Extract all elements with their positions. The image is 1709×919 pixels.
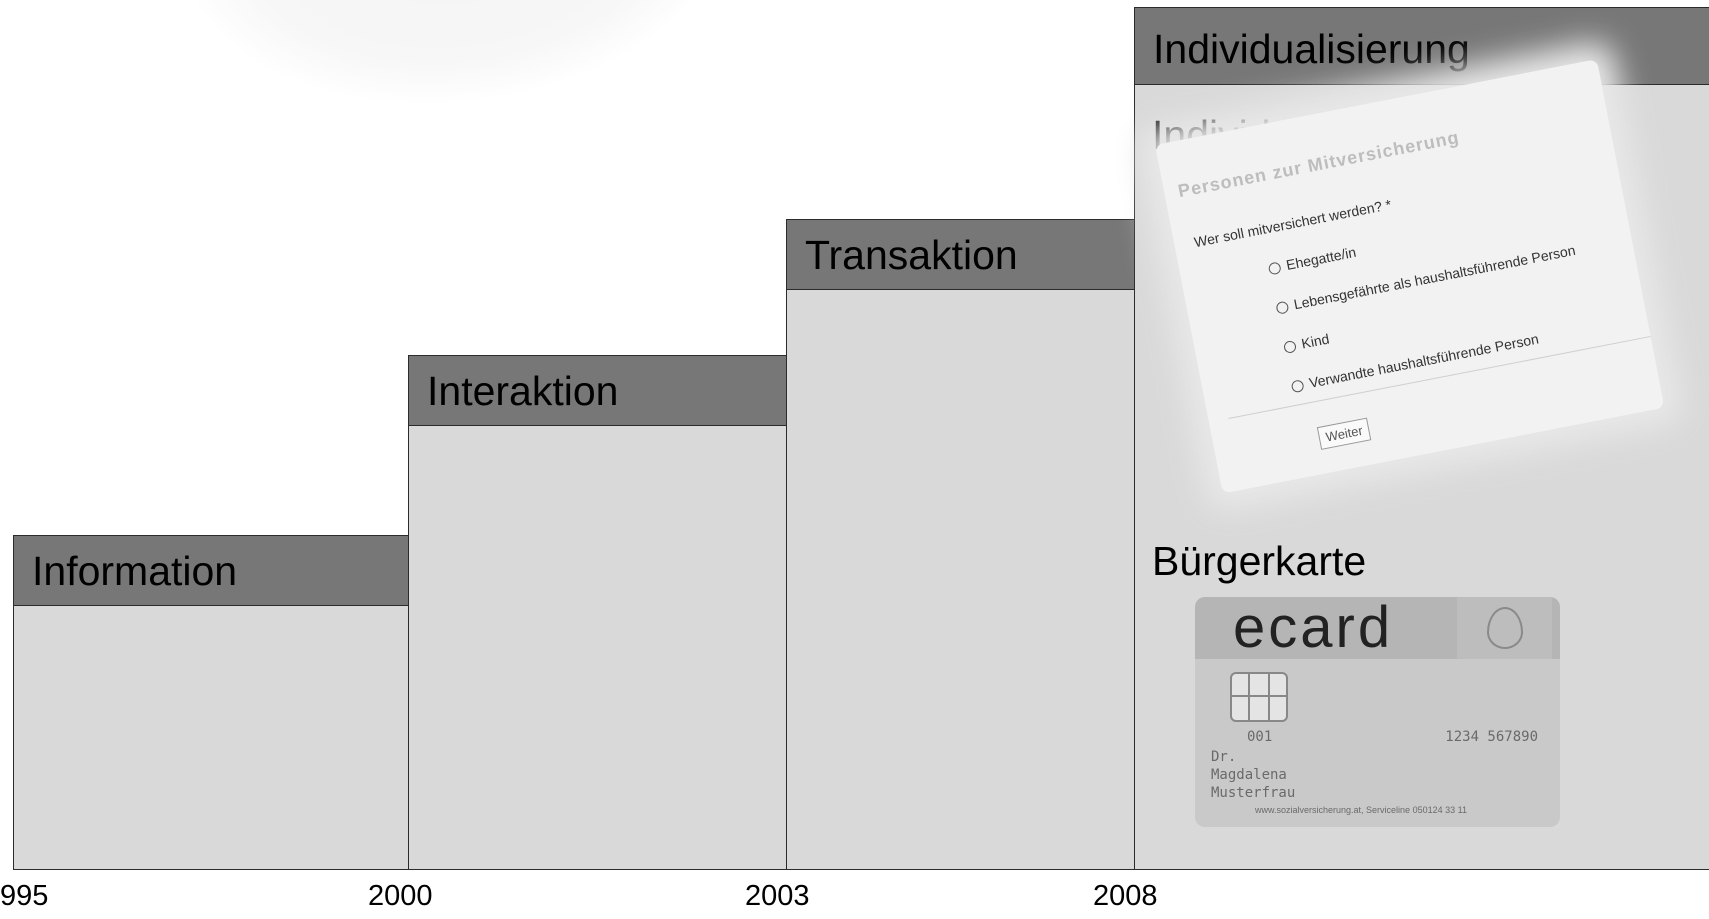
radio-icon [1267, 261, 1282, 276]
ecard-name-line: Dr. [1211, 749, 1237, 765]
leaf-icon [1487, 607, 1523, 649]
ecard-name-line: Musterfrau [1211, 785, 1296, 801]
buergerkarte-label: Bürgerkarte [1152, 538, 1367, 584]
step-interaktion-header: Interaktion [409, 356, 786, 426]
step-transaktion-header: Transaktion [787, 220, 1134, 290]
step-information: Information [13, 535, 409, 870]
year-label: 2000 [368, 880, 433, 912]
ecard-chip-number: 001 [1247, 729, 1273, 745]
form-option: Ehegatte/in [1267, 244, 1357, 277]
radio-icon [1290, 379, 1305, 394]
form-title: Personen zur Mitversicherung [1176, 127, 1462, 202]
form-weiter-button: Weiter [1316, 417, 1372, 450]
step-interaktion: Interaktion [408, 355, 787, 870]
form-option: Kind [1282, 330, 1331, 355]
ecard-footer: www.sozialversicherung.at, Serviceline 0… [1255, 805, 1467, 815]
ecard-name-line: Magdalena [1211, 767, 1287, 783]
form-question: Wer soll mitversichert werden? * [1192, 196, 1393, 251]
radio-icon [1275, 300, 1290, 316]
year-label: 995 [0, 880, 49, 912]
ecard-emblem [1457, 597, 1552, 659]
ecard-image: ecard 001 1234 567890 Dr. Magdalena Must… [1195, 597, 1560, 827]
step-individualisierung-header: Individualisierung [1135, 8, 1709, 85]
ecard-logo: ecard [1233, 597, 1394, 660]
background-swoosh [157, 0, 763, 138]
year-label: 2003 [745, 880, 810, 912]
year-label: 2008 [1093, 880, 1158, 912]
step-information-header: Information [14, 536, 408, 606]
ecard-card-number: 1234 567890 [1445, 729, 1538, 745]
step-transaktion: Transaktion [786, 219, 1135, 870]
radio-icon [1283, 340, 1298, 355]
chip-icon [1230, 672, 1288, 722]
